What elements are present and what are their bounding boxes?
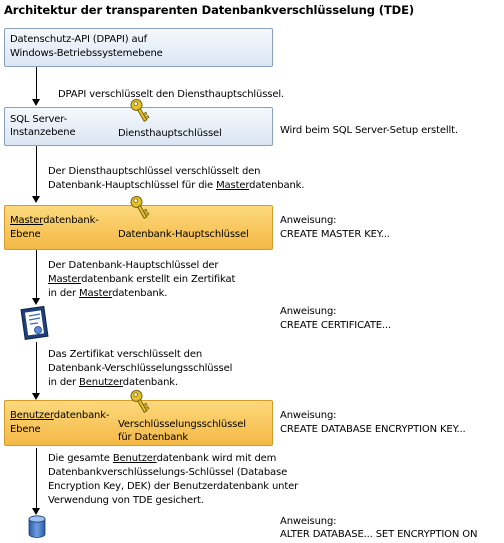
step-3-line3: in der Masterdatenbank.: [48, 288, 168, 299]
master-database-box: [4, 205, 273, 250]
master-label-line1: Masterdatenbank-: [10, 215, 99, 226]
instance-note: Wird beim SQL Server-Setup erstellt.: [280, 125, 458, 136]
arrow-down-icon: [32, 99, 40, 106]
step-4-line3: in der Benutzerdatenbank.: [48, 377, 178, 388]
database-statement-label: Anweisung:: [280, 516, 337, 527]
connector-line: [36, 448, 37, 510]
key-icon: [130, 195, 150, 219]
encryption-key-label-line1: Verschlüsselungsschlüssel: [118, 419, 246, 430]
diagram-title: Architektur der transparenten Datenbankv…: [4, 3, 414, 17]
database-statement: ALTER DATABASE... SET ENCRYPTION ON: [280, 529, 478, 540]
connector-line: [36, 250, 37, 300]
arrow-down-icon: [32, 298, 40, 305]
certificate-statement-label: Anweisung:: [280, 306, 337, 317]
connector-line: [36, 67, 37, 101]
arrow-down-icon: [32, 393, 40, 400]
database-master-key-label: Datenbank-Hauptschlüssel: [118, 229, 249, 240]
connector-line: [36, 146, 37, 198]
step-4-line2: Datenbank-Verschlüsselungsschlüssel: [48, 363, 233, 374]
key-icon: [130, 98, 150, 122]
step-5-line2: Datenbankverschlüsselungs-Schlüssel (Dat…: [48, 467, 288, 478]
dpapi-label-line1: Datenschutz-API (DPAPI) auf: [10, 34, 148, 45]
step-4-line1: Das Zertifikat verschlüsselt den: [48, 349, 203, 360]
encryption-key-statement: CREATE DATABASE ENCRYPTION KEY...: [280, 424, 466, 435]
arrow-down-icon: [32, 196, 40, 203]
master-key-statement: CREATE MASTER KEY...: [280, 229, 390, 240]
step-5-line3: Encryption Key, DEK) der Benutzerdatenba…: [48, 481, 299, 492]
certificate-statement: CREATE CERTIFICATE...: [280, 320, 392, 331]
certificate-icon: [20, 305, 49, 340]
encryption-key-label-line2: für Datenbank: [118, 432, 189, 443]
master-key-statement-label: Anweisung:: [280, 215, 337, 226]
master-label-line2: Ebene: [10, 229, 41, 240]
user-db-label-line2: Ebene: [10, 424, 41, 435]
user-db-label-line1: Benutzerdatenbank-: [10, 410, 110, 421]
database-icon: [28, 515, 46, 538]
key-icon: [130, 389, 150, 413]
dpapi-box: [4, 28, 273, 67]
dpapi-label-line2: Windows-Betriebssystemebene: [10, 48, 163, 59]
instance-label-line1: SQL Server-: [10, 114, 68, 125]
service-master-key-label: Diensthauptschlüssel: [118, 128, 222, 139]
connector-line: [36, 342, 37, 395]
step-5-line1: Die gesamte Benutzerdatenbank wird mit d…: [48, 453, 277, 464]
step-2-line1: Der Diensthauptschlüssel verschlüsselt d…: [48, 166, 261, 177]
step-5-line4: Verwendung von TDE gesichert.: [48, 495, 204, 506]
sql-server-instance-box: [4, 107, 273, 146]
step-2-line2: Datenbank-Hauptschlüssel für die Masterd…: [48, 180, 305, 191]
arrow-down-icon: [32, 508, 40, 515]
encryption-key-statement-label: Anweisung:: [280, 410, 337, 421]
step-3-line2: Masterdatenbank erstellt ein Zertifikat: [48, 274, 236, 285]
step-1-text: DPAPI verschlüsselt den Diensthauptschlü…: [58, 89, 285, 100]
step-3-line1: Der Datenbank-Hauptschlüssel der: [48, 260, 219, 271]
instance-label-line2: Instanzebene: [10, 127, 76, 138]
